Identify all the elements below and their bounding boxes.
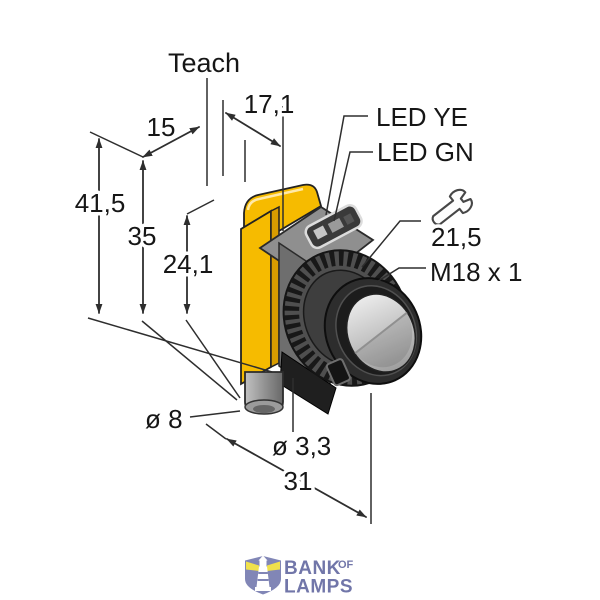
baseline-bottom-a [87, 317, 273, 373]
beam-left [246, 561, 259, 571]
connector-diameter-leader [189, 410, 241, 418]
dim-21-5-label: 21,5 [431, 222, 482, 252]
ridge-highlight [246, 187, 304, 211]
led-ye-leader [325, 115, 368, 216]
lighthouse-icon [245, 555, 281, 595]
dim-41-5-label: 41,5 [75, 188, 126, 218]
logo-text-lamps: LAMPS [284, 577, 353, 598]
dim-line-15 [142, 126, 200, 158]
sensor-illustration [240, 183, 423, 415]
led-yellow-indicator [313, 225, 328, 240]
ext-31-left [205, 423, 227, 440]
sensor-connector [244, 371, 284, 415]
beam-right [267, 561, 280, 571]
led-green-indicator [327, 217, 344, 233]
baseline-bottom-b [141, 320, 238, 401]
bank-of-lamps-logo: BANK OF LAMPS [245, 555, 354, 598]
ext-41-5-top [89, 131, 144, 158]
baseline-bottom-c [185, 319, 241, 399]
dim-line-17-1 [225, 112, 281, 147]
teach-label: Teach [168, 48, 240, 78]
sensor-top-window [304, 204, 363, 250]
dimension-lines [87, 78, 426, 524]
wrench-icon [431, 188, 473, 226]
dim-35-label: 35 [128, 221, 157, 251]
dim-31-label: 31 [284, 466, 313, 496]
wrench-flats-leader [361, 220, 421, 268]
dim-17-1-label: 17,1 [244, 89, 295, 119]
logo-text-bank: BANK [284, 558, 341, 579]
led-gn-label: LED GN [377, 137, 474, 167]
led-gn-leader [333, 151, 373, 222]
thread-leader [374, 267, 426, 284]
hole-diameter-label: ø 3,3 [272, 431, 331, 461]
sensor-body-yellow-shade [270, 205, 280, 369]
sensor-body-yellow [240, 209, 272, 386]
sensor-lens [345, 293, 417, 373]
logo-text-of: OF [338, 559, 354, 571]
led-ye-label: LED YE [376, 102, 468, 132]
dim-15-label: 15 [147, 112, 176, 142]
bezel-clip-detail [325, 358, 351, 387]
teach-button [343, 213, 355, 225]
connector-diameter-label: ø 8 [145, 404, 183, 434]
ext-24-1-top [186, 199, 215, 215]
dim-line-31 [226, 438, 367, 518]
dim-24-1-label: 24,1 [163, 249, 214, 279]
thread-label: M18 x 1 [430, 257, 523, 287]
